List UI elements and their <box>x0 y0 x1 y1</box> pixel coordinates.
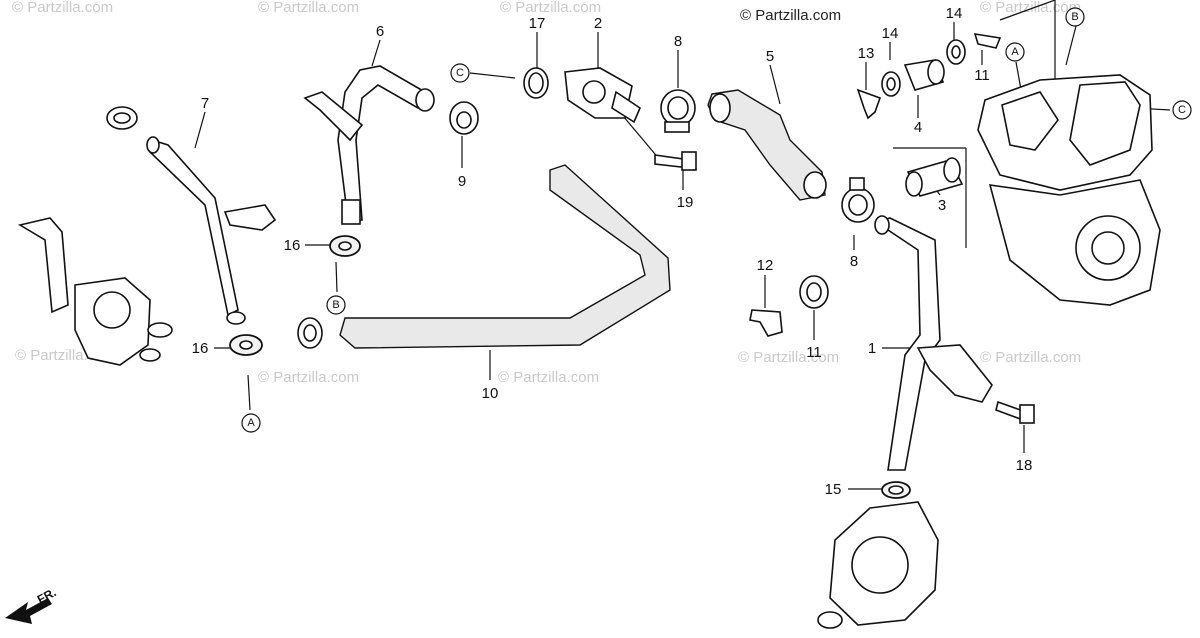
part-2-outlet <box>564 67 641 124</box>
callout-5: 5 <box>766 48 774 65</box>
part-16-seal-upper <box>329 235 361 257</box>
reference-a: A <box>1005 42 1025 62</box>
part-3-joint <box>905 157 964 197</box>
callout-1: 1 <box>868 340 876 357</box>
engine <box>977 74 1161 306</box>
callout-7: 7 <box>201 95 209 112</box>
watermark: © Partzilla.com <box>498 369 599 386</box>
svg-text:B: B <box>1071 11 1078 23</box>
part-8-clamp-upper <box>660 89 696 133</box>
part-14-washer <box>881 71 901 97</box>
callout-16: 16 <box>284 237 301 254</box>
reference-a: A <box>241 413 261 433</box>
callout-11: 11 <box>974 67 990 84</box>
reference-b: B <box>1065 7 1085 27</box>
watermark: © Partzilla.com <box>258 369 359 386</box>
callout-19: 19 <box>677 194 694 211</box>
callout-6: 6 <box>376 23 384 40</box>
callout-11: 11 <box>806 344 822 361</box>
hose-clamp <box>106 106 138 130</box>
callout-18: 18 <box>1016 457 1033 474</box>
reference-c: C <box>1172 100 1192 120</box>
part-11-clamp-mid <box>799 275 829 309</box>
watermark: © Partzilla.com <box>980 349 1081 366</box>
clamp-lower-left <box>297 317 323 349</box>
brand-watermark: © Partzilla.com <box>740 7 841 24</box>
water-pump <box>817 501 939 629</box>
callout-8: 8 <box>850 253 858 270</box>
callout-14: 14 <box>946 5 963 22</box>
svg-text:C: C <box>456 67 464 79</box>
callout-17: 17 <box>529 15 546 32</box>
watermark: © Partzilla.com <box>12 0 113 16</box>
callout-12: 12 <box>757 257 774 274</box>
callout-16: 16 <box>192 340 209 357</box>
callout-9: 9 <box>458 173 466 190</box>
callout-3: 3 <box>938 197 946 214</box>
callout-4: 4 <box>914 119 922 136</box>
part-16-seal-lower <box>229 334 263 356</box>
callout-2: 2 <box>594 15 602 32</box>
part-14-washer-right <box>946 39 966 65</box>
watermark: © Partzilla.com <box>980 0 1081 16</box>
part-19-bolt <box>654 151 697 171</box>
reference-b: B <box>326 295 346 315</box>
watermark: © Partzilla.com <box>258 0 359 16</box>
callout-8: 8 <box>674 33 682 50</box>
leader-lines <box>194 0 1171 490</box>
part-17-o-ring <box>523 67 549 99</box>
callout-10: 10 <box>482 385 499 402</box>
callout-13: 13 <box>858 45 875 62</box>
watermark-layer: © Partzilla.com © Partzilla.com © Partzi… <box>12 0 1081 386</box>
reference-markers: C C B B A A <box>241 7 1192 433</box>
watermark: © Partzilla.com <box>738 349 839 366</box>
callout-labels: 17 2 8 6 7 9 19 5 13 14 14 11 4 3 8 12 1… <box>192 5 1033 498</box>
part-8-clamp-mid <box>841 177 875 223</box>
front-direction-arrow: FR. <box>5 585 58 624</box>
callout-15: 15 <box>825 481 842 498</box>
part-18-bolt <box>995 400 1035 424</box>
part-9-clamp <box>449 101 479 135</box>
part-15-o-ring <box>881 481 911 499</box>
part-13-clip <box>856 88 882 120</box>
part-7-pipe <box>146 136 277 325</box>
part-4-joint <box>903 59 945 91</box>
part-11-clip-top <box>973 33 1002 49</box>
part-10-hose <box>339 164 671 349</box>
svg-text:C: C <box>1178 104 1186 116</box>
svg-text:B: B <box>332 299 339 311</box>
part-6-pipe <box>303 65 435 225</box>
part-5-hose <box>707 89 827 201</box>
svg-text:A: A <box>247 417 255 429</box>
reference-c: C <box>450 63 470 83</box>
callout-14: 14 <box>882 25 899 42</box>
svg-text:A: A <box>1011 46 1019 58</box>
part-12-clip <box>749 309 783 337</box>
part-1-pipe <box>874 215 993 471</box>
watermark: © Partzilla.com <box>500 0 601 16</box>
thermostat-housing <box>17 217 173 366</box>
